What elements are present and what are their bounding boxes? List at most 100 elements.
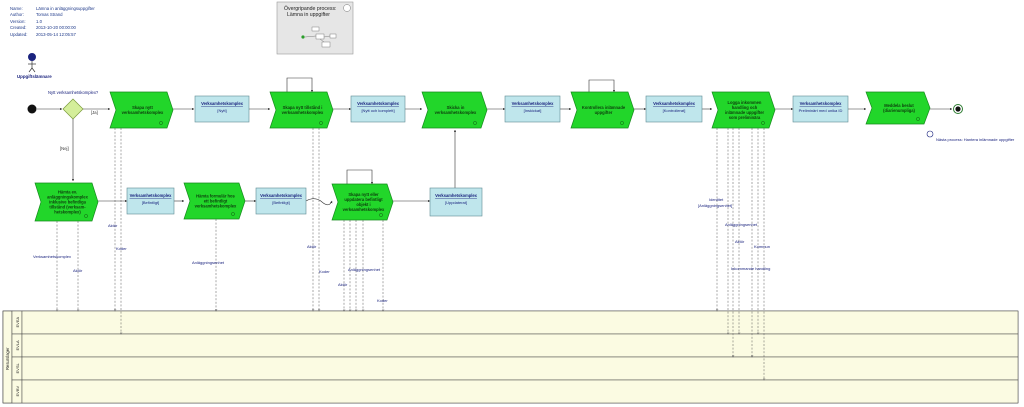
overview-title-2: Lämna in uppgifter (287, 12, 330, 18)
dependency-label: Verksamhetskomplex (33, 254, 71, 259)
meta-row: Updated:2013-05-14 12:05:57 (10, 32, 95, 38)
meta-value: 2013-10-20 00:00:00 (36, 25, 76, 31)
link-icon (343, 4, 351, 12)
lane-label: EVBV (15, 385, 20, 396)
meta-label: Created: (10, 25, 27, 31)
dependency-label: Anläggningsenhet (348, 267, 381, 272)
dependency-label: Koder (319, 269, 330, 274)
data-object-o7[interactable]: Verksamhetskomplex[Befintligt] (255, 187, 307, 215)
data-object-state: [Inskickat] (524, 108, 542, 113)
activity-label: verksamhetskomplex (282, 110, 324, 115)
activity-label: (diarienumpliga) (883, 108, 915, 113)
dependency-label: [Anläggningsenhet] (698, 203, 732, 208)
data-object-o4[interactable]: Verksamhetskomplex [Kontrollerat] (645, 95, 703, 123)
subprocess-icon (319, 121, 323, 125)
activity-label: Meddela beslut (884, 103, 914, 108)
subprocess-icon (379, 213, 383, 217)
data-object-state: [Nytt] (217, 108, 226, 113)
activity-label: Logga inkommen (728, 100, 762, 105)
next-process-label: Nästa process: Hantera inlämnade uppgift… (936, 137, 1015, 142)
data-object-state: [Nytt och komplett] (361, 108, 394, 113)
data-object-o8[interactable]: Verksamhetskomplex[Uppdaterat] (429, 187, 483, 217)
pool-label: Resurslager (5, 347, 10, 370)
lane-label: EVEA (15, 316, 20, 327)
link-icon (926, 130, 934, 138)
data-object-title: Verksamhetskomplex (653, 101, 696, 106)
next-process-link[interactable]: Nästa process: Hantera inlämnade uppgift… (926, 130, 1015, 142)
data-object-state: [Befintligt] (272, 200, 290, 205)
mini-activity-icon (329, 33, 337, 39)
subprocess-icon (761, 121, 765, 125)
data-object-o2[interactable]: Verksamhetskomplex [Nytt och komplett] (350, 95, 406, 123)
dependency-label: Aktör (735, 239, 745, 244)
activity-label: handling och (732, 105, 758, 110)
data-object-o6[interactable]: Verksamhetskomplex[Befintligt] (126, 187, 175, 215)
dependency-label: Aktör (338, 282, 348, 287)
meta-label: Version: (10, 18, 26, 24)
dependency-label: Koder (377, 298, 388, 303)
activity-label: uppgifter (595, 110, 613, 115)
activity-label: Skapa nytt (132, 105, 153, 110)
overview-process-box[interactable]: Övergripande process: Lämna in uppgifter (276, 1, 354, 55)
activity-a6[interactable]: Meddela beslut(diarienumpliga) (865, 91, 931, 125)
meta-label: Updated: (10, 31, 28, 37)
mini-activity-icon (315, 33, 325, 40)
activity-label: Skapa nytt eller (348, 192, 379, 197)
subprocess-icon (473, 121, 477, 125)
meta-row: Author:Tomas Strand (10, 12, 95, 18)
activity-label: hetskomplex) (54, 210, 81, 215)
activity-label: Skapa nytt tillstånd i (283, 105, 323, 110)
dependency-label: Inkommande handling (731, 266, 770, 271)
dependency-label: Anläggningsenhet (192, 260, 225, 265)
data-object-state: Preliminärt med unika ID (799, 108, 843, 113)
activity-label: verksamhetskomplex (122, 110, 164, 115)
activity-label: uppdatera befintligt (344, 197, 383, 202)
meta-row: Name:Lämna in anläggningsuppgifter (10, 6, 95, 12)
dependency-label: Aktör (73, 268, 83, 273)
meta-value: Lämna in anläggningsuppgifter (36, 6, 95, 11)
data-object-state: [Befintligt] (142, 200, 160, 205)
data-object-o3[interactable]: Verksamhetskomplex [Inskickat] (504, 95, 561, 123)
dependency-label: Aktör (108, 223, 118, 228)
activity-label: Skicka in (447, 105, 465, 110)
mini-start-icon (301, 35, 305, 39)
activity-label: inklusive befintliga (49, 200, 87, 205)
actor-figure (28, 53, 36, 73)
data-object-title: Verksamhetskomplex (512, 101, 555, 106)
dependency-label: Koder (116, 246, 127, 251)
start-event[interactable] (27, 104, 37, 114)
activity-label: verksamhetskomplex (343, 207, 385, 212)
data-object-title: Verksamhetskomplex (357, 101, 400, 106)
subprocess-icon (231, 212, 235, 216)
data-object-title: Verksamhetskomplex (435, 193, 478, 198)
activity-label: ett befintligt (204, 199, 228, 204)
lane-label: EVSL (15, 362, 20, 373)
gateway[interactable] (62, 98, 84, 120)
dependency-label: Aktör (307, 244, 317, 249)
subprocess-icon (620, 121, 624, 125)
mini-activity-icon (311, 26, 320, 32)
data-object-o1[interactable]: Verksamhetskomplex [Nytt] (194, 95, 250, 123)
data-object-state: [Kontrollerat] (663, 108, 686, 113)
activity-label: som preliminära (729, 115, 761, 120)
subprocess-icon (84, 214, 88, 218)
dependency-label: Anläggningsenhet (725, 222, 758, 227)
dependency-label: Kommun (754, 244, 770, 249)
activity-label: Hämta ev. (58, 190, 77, 195)
meta-row: Version:1.0 (10, 19, 95, 25)
data-object-title: Verksamhetskomplex (201, 101, 244, 106)
data-object-title: Verksamhetskomplex (800, 101, 843, 106)
activity-label: objekt i (356, 202, 370, 207)
meta-value: Tomas Strand (36, 12, 63, 18)
